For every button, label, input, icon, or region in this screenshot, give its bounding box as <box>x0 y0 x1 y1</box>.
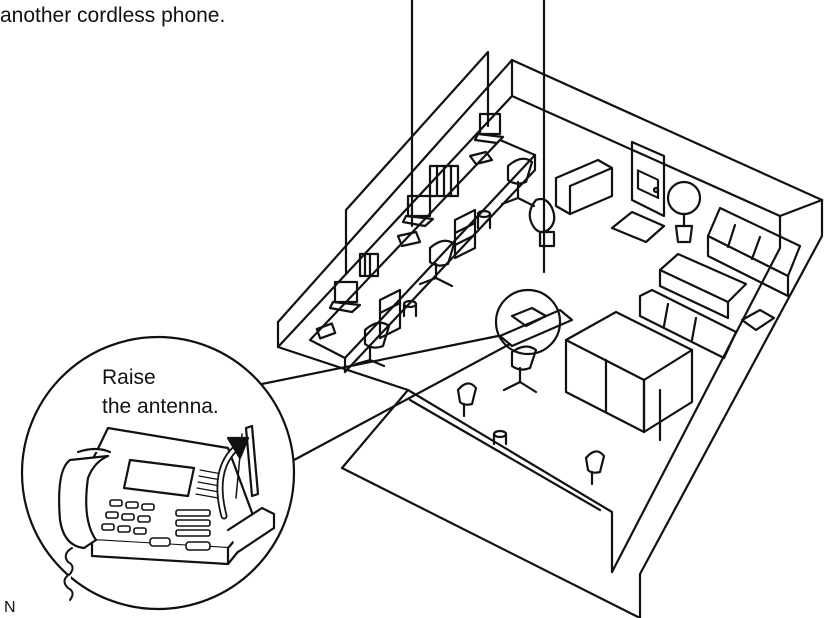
callout-text-line-2: the antenna. <box>102 393 219 421</box>
potted-plant-2 <box>668 182 700 242</box>
office-desks <box>310 114 535 372</box>
cropped-label-fragment: N <box>4 598 16 618</box>
door <box>632 142 664 216</box>
callout-text-line-1: Raise <box>102 364 156 392</box>
phone-desk <box>496 290 572 392</box>
rug <box>612 212 664 242</box>
front-cabinets <box>566 312 692 440</box>
room-shell <box>278 60 822 618</box>
caption-text: another cordless phone. <box>0 2 225 30</box>
pointer-lines <box>346 0 544 274</box>
partition-cabinet <box>556 160 612 214</box>
